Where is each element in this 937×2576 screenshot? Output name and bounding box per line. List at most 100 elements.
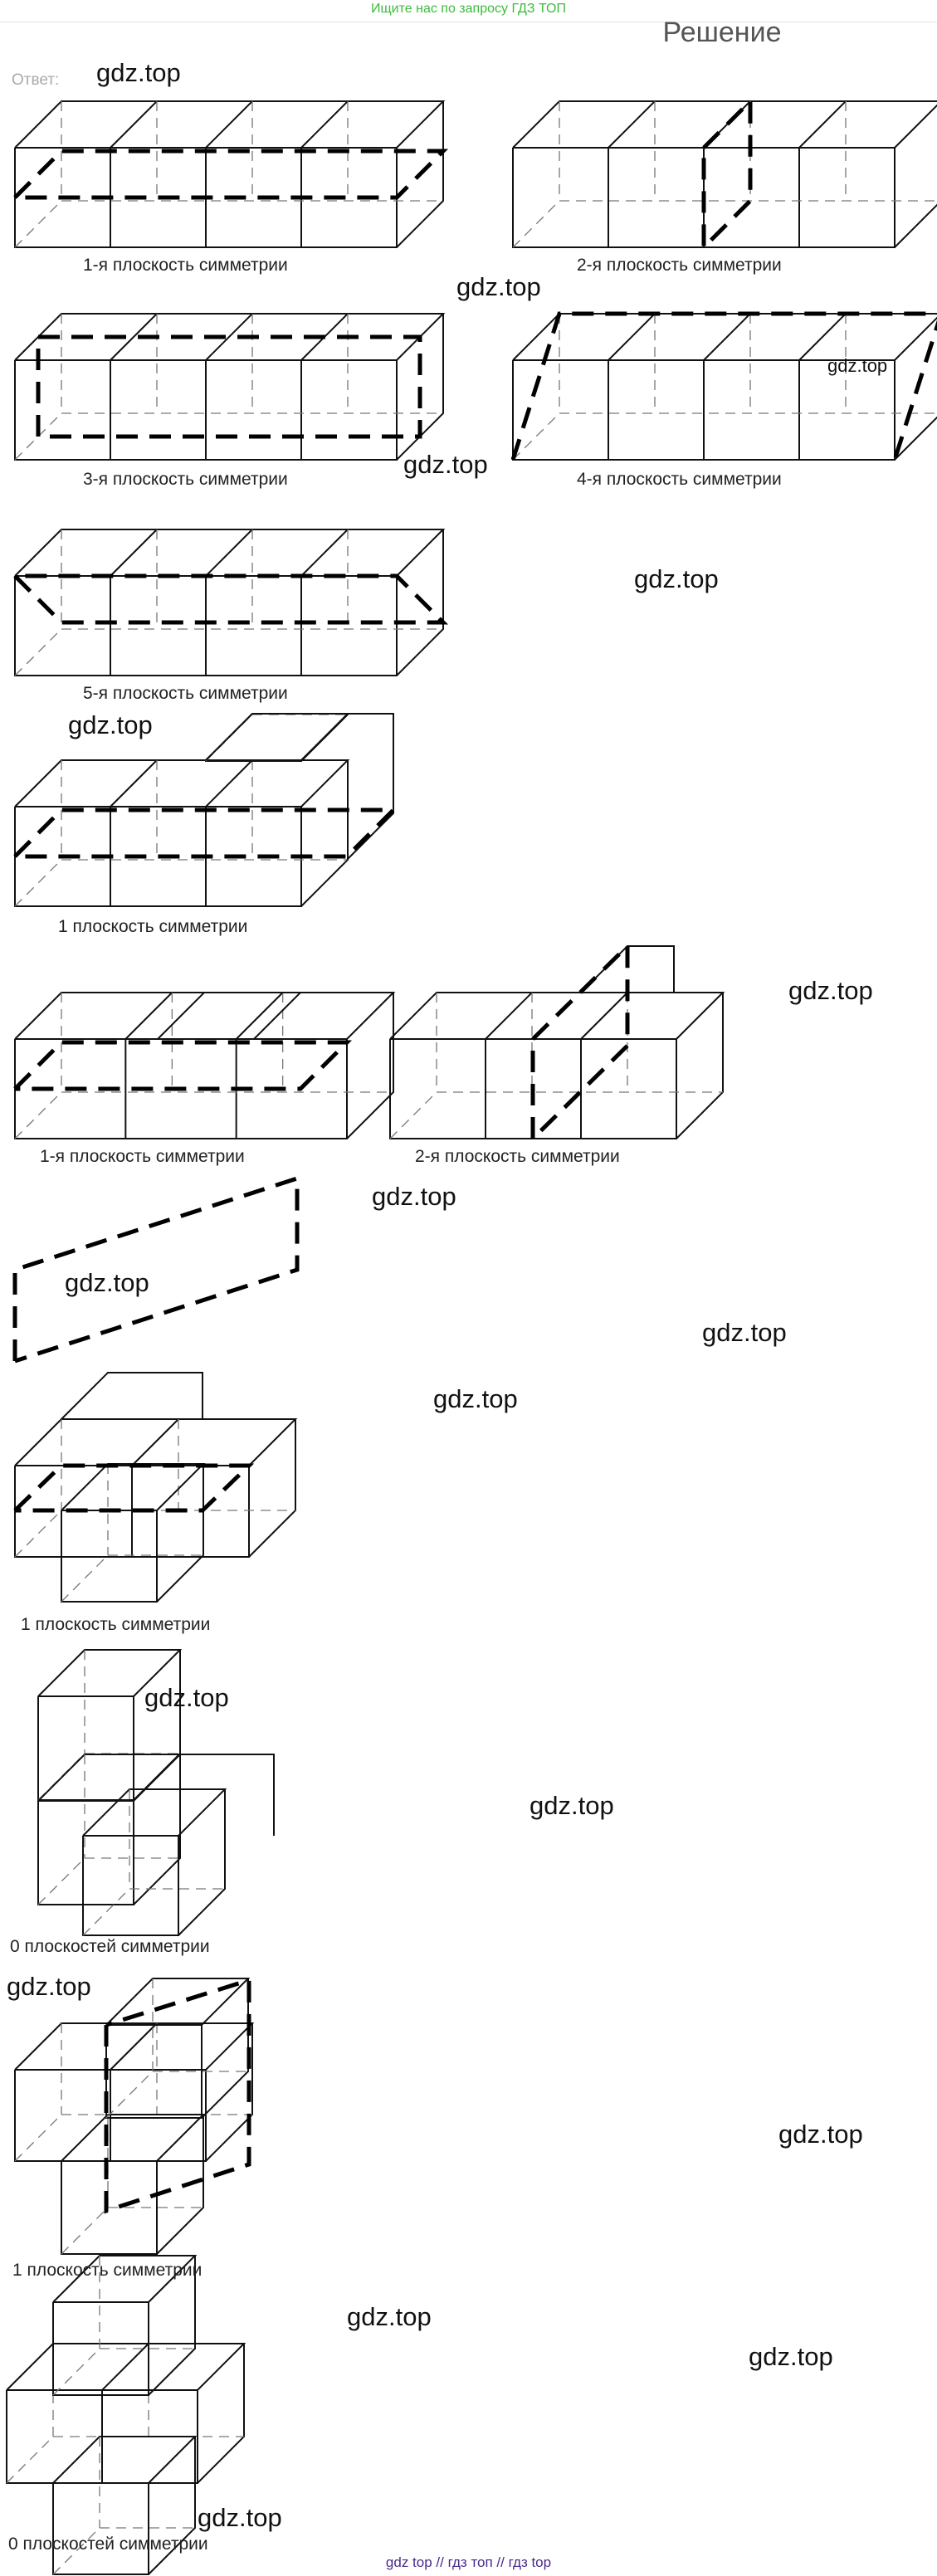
symmetry-plane	[104, 1977, 251, 2214]
watermark: gdz.top	[827, 355, 888, 376]
top-face	[61, 2114, 206, 2162]
top-face	[105, 1978, 251, 2026]
hidden-edge	[512, 412, 560, 461]
footer-links: gdz top // гдз топ // гдз top	[385, 2554, 552, 2570]
watermark: gdz.top	[7, 1972, 91, 2001]
watermark: gdz.top	[68, 710, 153, 739]
caption-row2-right: 4-я плоскость симметрии	[577, 470, 782, 489]
figure-13	[6, 2255, 246, 2575]
side-block	[134, 1754, 275, 1836]
watermark: gdz.top	[702, 1318, 787, 1347]
top-banner: Ищите нас по запросу ГДЗ ТОП	[371, 2, 566, 16]
symmetry-plane	[13, 807, 399, 859]
cube-edge	[703, 313, 751, 361]
figure-6	[13, 713, 399, 907]
watermark: gdz.top	[530, 1791, 614, 1820]
caption-row5-left: 1-я плоскость симметрии	[40, 1147, 245, 1166]
top-face	[14, 992, 396, 1040]
watermark: gdz.top	[433, 1384, 518, 1413]
top-face	[37, 1649, 183, 1697]
hidden-edge	[14, 628, 62, 676]
figure-5	[13, 529, 449, 676]
right-face	[300, 714, 349, 762]
top-face	[512, 100, 937, 149]
watermark: gdz.top	[456, 272, 541, 301]
right-face	[396, 314, 444, 461]
figure-4	[510, 311, 937, 461]
symmetry-plane	[530, 941, 630, 1140]
cube-edge	[235, 992, 284, 1040]
figure-10	[13, 1372, 298, 1603]
figure-3	[14, 313, 446, 461]
top-face	[82, 1788, 227, 1837]
answer-label: Ответ:	[12, 71, 60, 89]
hidden-edge	[6, 2436, 54, 2484]
figure-1	[13, 100, 449, 248]
symmetry-plane	[13, 149, 449, 200]
figure-7	[13, 992, 396, 1139]
hidden-edge	[52, 2527, 100, 2575]
hidden-edge	[389, 1091, 437, 1139]
cube-edge	[101, 2343, 149, 2391]
watermark: gdz.top	[403, 450, 488, 479]
cube-edge	[580, 992, 628, 1040]
top-face	[61, 1463, 206, 1511]
right-face	[201, 1978, 249, 2119]
caption-row10: 0 плоскостей симметрии	[8, 2535, 208, 2554]
watermark: gdz.top	[634, 564, 719, 593]
right-face	[156, 2115, 204, 2255]
symmetry-plane	[12, 1175, 300, 1364]
cube-edge	[205, 100, 253, 149]
symmetry-plane	[13, 573, 449, 625]
caption-row7: 1 плоскость симметрии	[21, 1615, 211, 1634]
caption-row1-right: 2-я плоскость симметрии	[577, 256, 782, 275]
top-face	[37, 1754, 183, 1802]
right-face	[396, 101, 444, 248]
cube-edge	[608, 100, 656, 149]
caption-row2-left: 3-я плоскость симметрии	[83, 470, 288, 489]
hidden-edge	[14, 1510, 62, 1558]
figure-2	[512, 95, 937, 253]
cube-edge	[110, 2022, 158, 2071]
solution-title: Решение	[662, 17, 782, 48]
caption-row9: 1 плоскость симметрии	[12, 2261, 203, 2280]
right-face	[148, 2256, 196, 2396]
hidden-edge	[37, 1857, 85, 1905]
hidden-edge	[14, 2114, 62, 2162]
cube-edge	[110, 313, 158, 361]
figure-9	[12, 1175, 300, 1364]
cube-edge	[798, 313, 847, 361]
cube-edge	[798, 100, 847, 149]
watermark: gdz.top	[347, 2302, 432, 2331]
right-face	[178, 1789, 226, 1936]
watermark: gdz.top	[198, 2503, 282, 2532]
caption-row3: 5-я плоскость симметрии	[83, 684, 288, 703]
hidden-edge	[61, 1554, 109, 1603]
hidden-edge	[14, 859, 62, 907]
cube-edge	[485, 992, 533, 1040]
symmetry-plane	[36, 334, 422, 439]
symmetry-plane	[510, 311, 937, 461]
front-face	[37, 1695, 134, 1801]
symmetry-plane	[13, 1463, 255, 1513]
hidden-edge	[512, 200, 560, 248]
hidden-edge	[52, 2348, 100, 2396]
right-face	[894, 416, 937, 461]
figure-12	[14, 1977, 255, 2255]
cube-edge	[205, 759, 253, 807]
right-face	[197, 2344, 245, 2484]
caption-row8: 0 плоскостей симметрии	[10, 1937, 210, 1956]
right-face	[148, 2437, 196, 2575]
cube-edge	[205, 529, 253, 577]
right-face	[396, 529, 444, 676]
symmetry-plane	[13, 1040, 353, 1091]
top-face	[389, 992, 725, 1040]
top-block	[157, 992, 303, 1040]
caption-row1-left: 1-я плоскость симметрии	[83, 256, 288, 275]
figure-11	[37, 1649, 275, 1936]
hidden-edge	[14, 1091, 62, 1139]
watermark: gdz.top	[788, 976, 873, 1005]
watermark: gdz.top	[65, 1268, 149, 1297]
watermark: gdz.top	[144, 1683, 229, 1712]
